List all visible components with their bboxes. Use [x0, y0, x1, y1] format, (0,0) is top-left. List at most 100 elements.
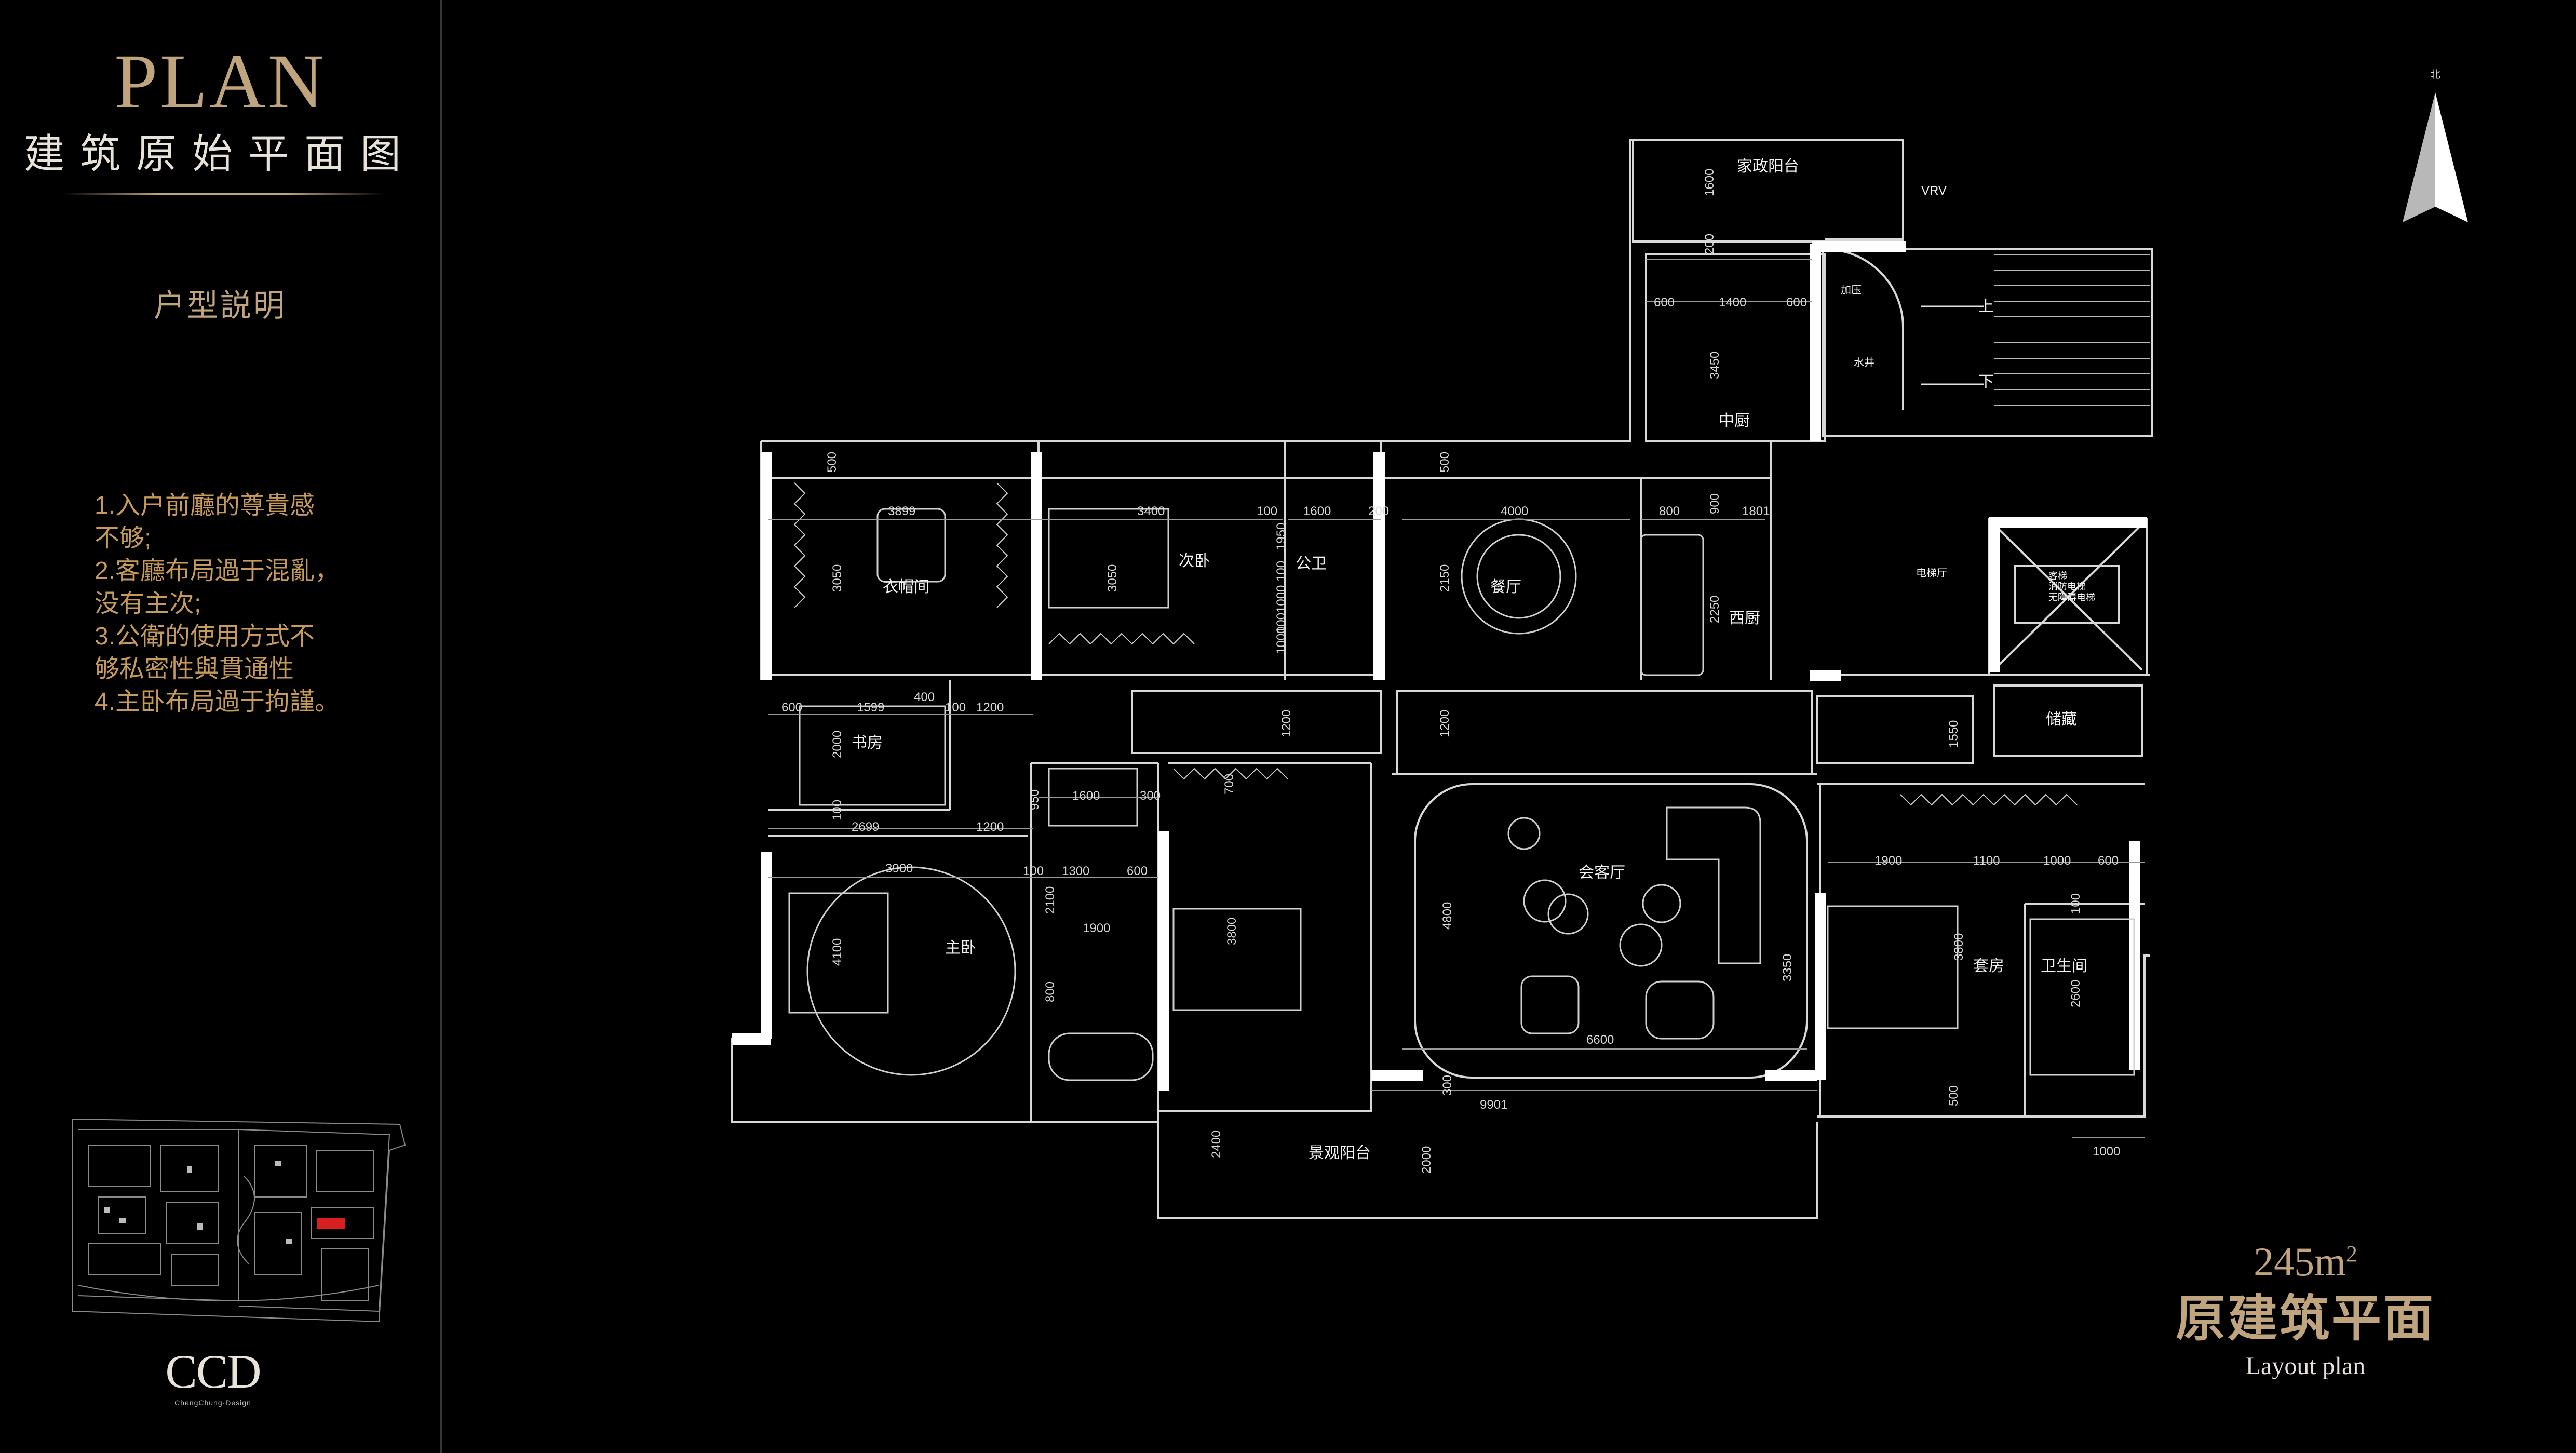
dim-text: 3800 — [1225, 918, 1239, 945]
room-label-dining: 餐厅 — [1490, 578, 1521, 596]
dim-text: 3900 — [885, 862, 913, 876]
dim-text: 1000 — [2043, 854, 2071, 868]
dim-text: 100 — [1274, 561, 1288, 582]
section-heading: 户型説明 — [154, 288, 287, 323]
dim-text: 300 — [1140, 789, 1161, 803]
room-label-water-shaft: 水井 — [1854, 357, 1874, 369]
stair-label-down: 下 — [1978, 373, 1994, 391]
title-divider — [62, 193, 384, 195]
dim-text: 1000 — [1274, 627, 1288, 654]
dim-text: 500 — [1947, 1085, 1961, 1106]
dim-text: 100 — [1257, 504, 1277, 518]
area-number: 245m — [2254, 1239, 2346, 1284]
room-label-service-balcony: 家政阳台 — [1737, 158, 1799, 175]
dim-text: 6600 — [1586, 1033, 1614, 1047]
room-label-elevator: 客梯消防电梯无障碍电梯 — [2048, 571, 2095, 602]
dim-text: 1000 — [2093, 1145, 2120, 1159]
dim-text: 4100 — [830, 938, 844, 966]
dim-text: 3050 — [1105, 564, 1120, 592]
room-label-public-bath: 公卫 — [1296, 555, 1327, 572]
company-logo: CCD ChengChung·Design — [156, 1348, 270, 1407]
dim-text: 3050 — [830, 564, 844, 592]
area-unit-sup: 2 — [2345, 1241, 2357, 1267]
room-label-storage: 储藏 — [2046, 711, 2077, 728]
dim-text: 100 — [945, 701, 966, 715]
plan-name-en: Layout plan — [2245, 1352, 2366, 1380]
dim-text: 300 — [1440, 1075, 1454, 1096]
dim-text: 1900 — [1083, 921, 1110, 935]
dim-text: 1000 — [1274, 585, 1288, 613]
dim-text: 100 — [830, 800, 844, 820]
room-label-western-kitchen: 西厨 — [1729, 610, 1760, 627]
dim-text: 800 — [1043, 981, 1057, 1002]
dim-text: 3450 — [1708, 352, 1722, 379]
room-label-master-bedroom: 主卧 — [945, 939, 976, 957]
dim-text: 2699 — [852, 820, 879, 834]
dim-text: 3400 — [1137, 504, 1165, 518]
area-value: 245m2 — [2207, 1239, 2404, 1285]
room-label-study: 书房 — [852, 734, 883, 751]
dim-text: 3800 — [1952, 933, 1966, 961]
dim-text: 1200 — [1438, 710, 1452, 737]
room-label-suite: 套房 — [1973, 958, 2004, 975]
logo-subtitle: ChengChung·Design — [174, 1398, 251, 1407]
dim-text: 2150 — [1438, 564, 1452, 592]
stair-label-up: 上 — [1978, 298, 1994, 315]
dim-text: 1200 — [976, 701, 1004, 715]
current-unit-marker — [317, 1218, 345, 1229]
plan-name: 原建筑平面 — [2176, 1291, 2435, 1347]
dim-text: 3899 — [888, 504, 915, 518]
north-arrow-icon: 北 — [2403, 69, 2468, 222]
room-label-second-bedroom: 次卧 — [1179, 553, 1210, 570]
dim-text: 2250 — [1708, 596, 1722, 623]
room-label-pressurization: 加压 — [1841, 284, 1862, 296]
dim-text: 1100 — [1973, 854, 2000, 868]
dim-text: 1900 — [1874, 854, 1902, 868]
dim-text: 950 — [1028, 789, 1042, 810]
dim-text: 2600 — [2069, 980, 2083, 1007]
design-notes: 1.入户前廳的尊貴感 不够; 2.客廳布局過于混亂， 没有主次; 3.公衛的使用… — [95, 492, 340, 716]
page-subtitle: 建筑原始平面图 — [23, 131, 416, 177]
dim-text: 1599 — [857, 701, 884, 715]
dim-text: 600 — [1786, 295, 1807, 310]
dim-text: 2000 — [830, 731, 844, 758]
dim-text: 100 — [2069, 893, 2083, 914]
dim-text: 1600 — [1703, 169, 1717, 196]
dim-text: 600 — [1654, 295, 1675, 310]
dim-text: 1200 — [1279, 710, 1293, 737]
room-label-landscape-balcony: 景观阳台 — [1309, 1145, 1371, 1162]
room-label-elevator-hall: 电梯厅 — [1916, 567, 1947, 579]
dim-text: 4000 — [1501, 504, 1528, 518]
dim-text: 400 — [914, 690, 935, 704]
dim-text: 1950 — [1274, 523, 1288, 550]
dim-text: 1801 — [1742, 504, 1770, 518]
logo-text: CCD — [165, 1345, 261, 1398]
dim-text: 200 — [1368, 504, 1389, 518]
sidebar: PLAN 建筑原始平面图 户型説明 1.入户前廳的尊貴感 不够; 2.客廳布局過… — [0, 0, 442, 1453]
site-key-plan — [72, 1119, 406, 1323]
dim-text: 700 — [1222, 774, 1236, 795]
dim-text: 500 — [825, 452, 839, 473]
dim-text: 1600 — [1072, 789, 1100, 803]
dim-text: 800 — [1659, 504, 1680, 518]
dim-text: 2400 — [1209, 1131, 1223, 1158]
dim-text: 1300 — [1062, 864, 1089, 878]
dim-text: 3350 — [1781, 954, 1795, 981]
dim-text: 9901 — [1480, 1098, 1507, 1112]
dim-text: 1400 — [1719, 295, 1746, 310]
room-label-cloakroom: 衣帽间 — [883, 578, 929, 596]
room-label-living-room: 会客厅 — [1579, 864, 1625, 881]
page-title: PLAN — [114, 38, 326, 125]
dim-text: 1600 — [1303, 504, 1331, 518]
dim-text: 600 — [2098, 854, 2119, 868]
dim-text: 1200 — [976, 820, 1004, 834]
dim-text: 900 — [1708, 493, 1722, 514]
dim-text: 600 — [1127, 864, 1148, 878]
room-label-vrv: VRV — [1921, 184, 1947, 198]
dim-text: 2000 — [1420, 1146, 1434, 1174]
dim-text: 200 — [1703, 234, 1717, 254]
dim-text: 100 — [1023, 864, 1044, 878]
north-label: 北 — [2430, 69, 2440, 80]
dim-text: 100 — [1274, 613, 1288, 634]
